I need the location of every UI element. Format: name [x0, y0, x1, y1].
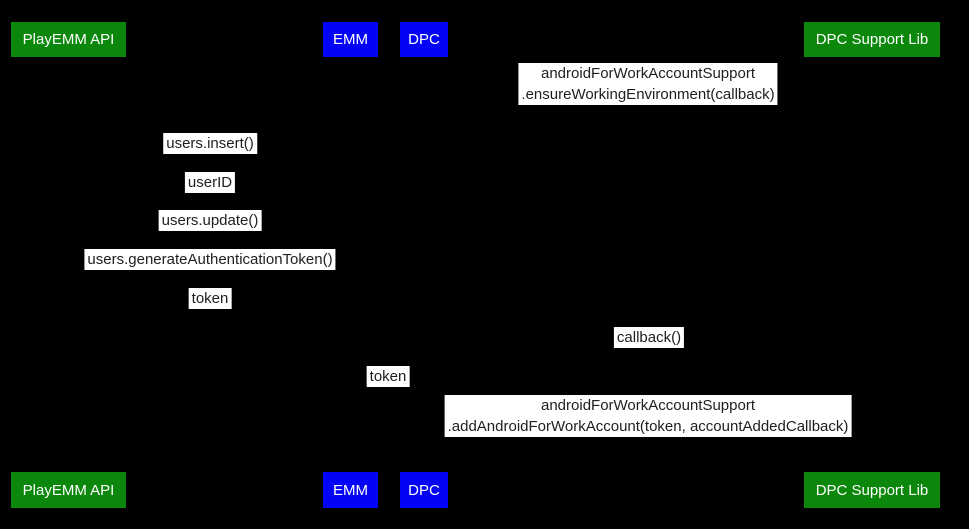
message-line: users.generateAuthenticationToken() [87, 251, 333, 268]
lifeline-dpc [424, 57, 425, 472]
participant-label: PlayEMM API [22, 481, 115, 499]
participant-label: EMM [333, 31, 368, 48]
participant-dpc-top: DPC [400, 22, 448, 57]
message-users-update: users.update() [158, 210, 262, 231]
participant-playemm-api-bottom: PlayEMM API [11, 472, 126, 508]
participant-emm-bottom: EMM [323, 472, 378, 508]
message-line: users.insert() [166, 135, 254, 152]
message-line: token [369, 368, 407, 385]
participant-dpc-support-lib-top: DPC Support Lib [804, 22, 940, 57]
message-token-to-emm: token [188, 288, 232, 309]
message-line: users.update() [161, 212, 259, 229]
lifeline-playemm-api [68, 57, 69, 472]
participant-dpc-support-lib-bottom: DPC Support Lib [804, 472, 940, 508]
message-users-generate-authentication-token: users.generateAuthenticationToken() [84, 249, 336, 270]
message-ensure-working-environment: androidForWorkAccountSupport .ensureWork… [518, 63, 778, 105]
message-user-id: userID [184, 172, 236, 193]
message-line: .ensureWorkingEnvironment(callback) [521, 86, 775, 103]
participant-label: DPC [408, 481, 440, 499]
message-line: token [191, 290, 229, 307]
message-line: callback() [616, 329, 682, 346]
participant-label: EMM [333, 481, 368, 499]
participant-label: DPC [408, 31, 440, 48]
participant-label: PlayEMM API [22, 31, 115, 48]
participant-emm-top: EMM [323, 22, 378, 57]
lifeline-dpc-support-lib [872, 57, 873, 472]
participant-playemm-api-top: PlayEMM API [11, 22, 126, 57]
message-token-to-dpc: token [366, 366, 410, 387]
participant-label: DPC Support Lib [815, 481, 929, 499]
message-line: androidForWorkAccountSupport [541, 397, 755, 414]
lifeline-emm [350, 57, 351, 472]
message-line: userID [187, 174, 233, 191]
message-add-android-for-work-account: androidForWorkAccountSupport .addAndroid… [444, 395, 852, 437]
message-line: androidForWorkAccountSupport [540, 65, 755, 82]
message-users-insert: users.insert() [163, 133, 257, 154]
message-callback: callback() [613, 327, 685, 348]
message-line: .addAndroidForWorkAccount(token, account… [447, 418, 849, 435]
participant-label: DPC Support Lib [815, 31, 929, 48]
participant-dpc-bottom: DPC [400, 472, 448, 508]
